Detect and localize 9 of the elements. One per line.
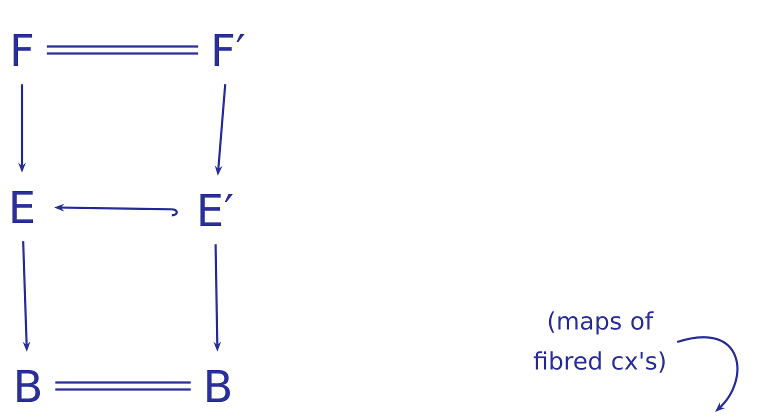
equals-sign xyxy=(54,381,192,391)
math-symbol: E xyxy=(12,190,34,224)
math-symbol: F xyxy=(14,34,32,66)
math-symbol: F′ xyxy=(214,34,245,66)
handwritten-note: (maps of fibred cx's) xyxy=(534,311,665,373)
equals-sign xyxy=(46,45,200,55)
math-symbol: B xyxy=(207,370,230,402)
math-symbol: B xyxy=(17,370,40,402)
math-symbol: E′ xyxy=(200,194,233,226)
